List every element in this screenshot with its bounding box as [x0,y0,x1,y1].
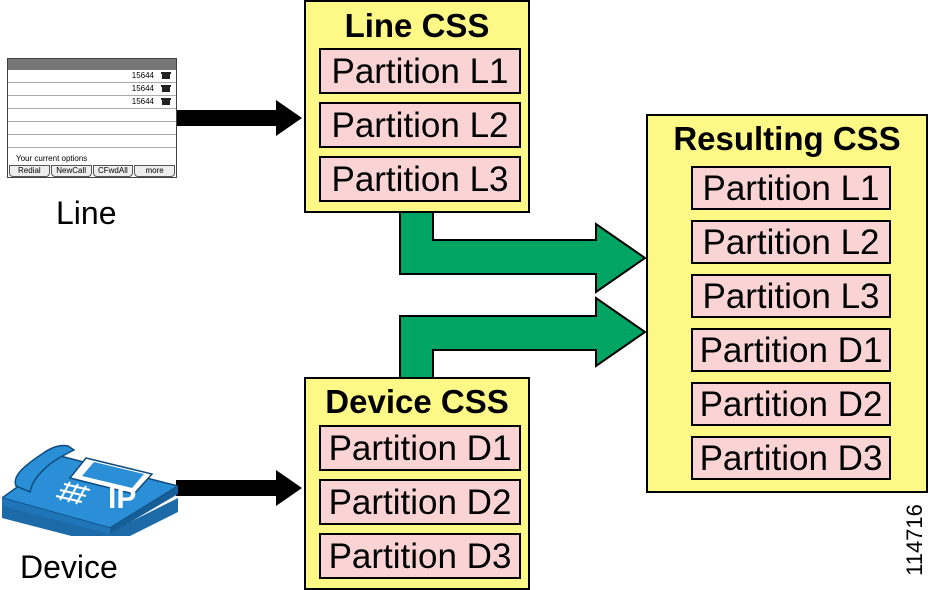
device-css-partition-d2: Partition D2 [319,479,521,525]
handset-icon [161,85,171,92]
phone-line-number: 15644 [131,71,154,80]
ip-phone-display-icon: 15644 15644 15644 Your current options R… [7,58,177,178]
resulting-css-box: Resulting CSS Partition L1 Partition L2 … [646,114,928,493]
device-css-title: Device CSS [325,383,509,420]
softkey-newcall: NewCall [50,165,92,177]
softkey-more: more [134,165,175,177]
device-css-box: Device CSS Partition D1 Partition D2 Par… [304,377,530,590]
phone-empty-row [8,135,176,148]
resulting-css-partition-l2: Partition L2 [691,220,891,264]
resulting-css-partition-d2: Partition D2 [691,382,891,426]
resulting-css-partition-d3: Partition D3 [691,436,891,480]
phone-line-row: 15644 [8,96,176,109]
resulting-css-partition-l1: Partition L1 [691,166,891,210]
phone-softkeys: Redial NewCall CFwdAll more [9,165,175,177]
phone-line-number: 15644 [131,97,154,106]
figure-number-text: 114716 [902,504,927,576]
handset-icon [161,98,171,105]
ip-phone-icon: IP [2,444,178,536]
line-caption: Line [56,195,117,231]
handset-icon [161,72,171,79]
figure-number: 114716 [900,500,930,580]
phone-empty-row [8,109,176,122]
devicecss-merge-arrow [399,296,647,379]
phone-line-row: 15644 [8,83,176,96]
device-to-devicecss-arrow [176,470,302,506]
resulting-css-title: Resulting CSS [673,120,901,157]
phone-empty-row [8,122,176,135]
device-css-partition-d1: Partition D1 [319,425,521,471]
ip-badge-text: IP [108,482,136,515]
line-css-partition-l3: Partition L3 [319,156,521,202]
resulting-css-partition-d1: Partition D1 [691,328,891,372]
phone-line-number: 15644 [131,84,154,93]
line-css-partition-l1: Partition L1 [319,48,521,94]
phone-display-header [8,59,176,70]
softkey-cfwdall: CFwdAll [92,165,134,177]
softkey-redial: Redial [9,165,50,177]
line-css-title: Line CSS [344,7,490,44]
device-caption: Device [20,549,118,585]
line-css-box: Line CSS Partition L1 Partition L2 Parti… [304,0,530,213]
phone-line-row: 15644 [8,70,176,83]
phone-status-text: Your current options [16,154,88,163]
resulting-css-partition-l3: Partition L3 [691,274,891,318]
linecss-merge-arrow [399,209,647,294]
line-css-partition-l2: Partition L2 [319,102,521,148]
device-css-partition-d3: Partition D3 [319,533,521,579]
line-to-linecss-arrow [176,100,302,136]
